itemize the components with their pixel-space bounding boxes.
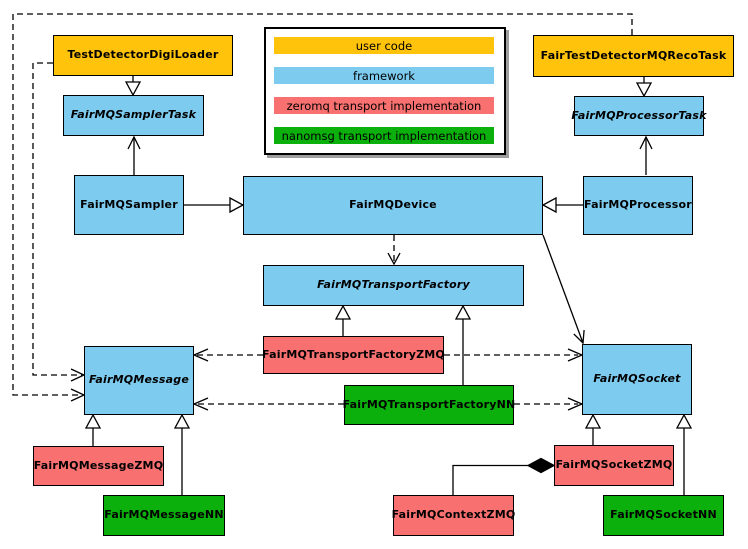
legend-item-nanomsg: nanomsg transport implementation bbox=[274, 127, 494, 144]
legend-item-zeromq: zeromq transport implementation bbox=[274, 97, 494, 114]
node-fairmqmessagenn: FairMQMessageNN bbox=[103, 495, 225, 536]
edge-association-processor-processortask bbox=[639, 135, 653, 175]
edge-dependency-factorynn-socket bbox=[514, 397, 584, 411]
legend-item-user-code: user code bbox=[274, 37, 494, 54]
node-testdetectordigiloader: TestDetectorDigiLoader bbox=[53, 35, 233, 76]
edge-dependency-factorynn-message bbox=[192, 397, 344, 411]
node-fairmqprocessor: FairMQProcessor bbox=[583, 176, 693, 235]
edge-inheritance-messagezmq-message bbox=[84, 413, 102, 446]
legend-item-framework: framework bbox=[274, 67, 494, 84]
node-fairtestdetectormqrecotask: FairTestDetectorMQRecoTask bbox=[533, 35, 734, 77]
edge-inheritance-messagenn-message bbox=[173, 413, 191, 495]
node-fairmqmessagezmq: FairMQMessageZMQ bbox=[33, 446, 164, 486]
edge-association-sampler-samplertask bbox=[127, 135, 141, 175]
edge-dependency-factoryzmq-socket bbox=[444, 348, 584, 362]
edge-inheritance-recotask-processortask bbox=[635, 77, 653, 98]
edge-inheritance-socketzmq-socket bbox=[584, 413, 602, 445]
edge-inheritance-sampler-device bbox=[184, 196, 245, 214]
node-fairmqprocessortask: FairMQProcessorTask bbox=[571, 96, 706, 136]
edge-inheritance-socketnn-socket bbox=[675, 413, 693, 495]
edge-association-device-socket bbox=[542, 234, 585, 345]
node-fairmqdevice: FairMQDevice bbox=[243, 176, 543, 235]
edge-composition-socketzmq-contextzmq bbox=[452, 457, 556, 495]
node-fairmqsocketzmq: FairMQSocketZMQ bbox=[554, 445, 674, 486]
node-fairmqcontextzmq: FairMQContextZMQ bbox=[392, 495, 515, 536]
edge-inheritance-processor-device bbox=[541, 196, 583, 214]
edge-inheritance-digiloader-samplertask bbox=[124, 76, 142, 97]
node-fairmqtransportfactoryzmq: FairMQTransportFactoryZMQ bbox=[262, 336, 445, 374]
node-fairmqmessage: FairMQMessage bbox=[84, 346, 194, 415]
node-fairmqsocket: FairMQSocket bbox=[582, 344, 692, 415]
node-fairmqsocketnn: FairMQSocketNN bbox=[603, 495, 724, 536]
edge-inheritance-factorynn-transportfactory bbox=[454, 304, 472, 385]
edge-inheritance-factoryzmq-transportfactory bbox=[334, 304, 352, 336]
edge-dependency-factoryzmq-message bbox=[192, 348, 263, 362]
node-fairmqsamplertask: FairMQSamplerTask bbox=[63, 95, 204, 136]
edge-dependency-device-transportfactory bbox=[387, 235, 401, 266]
node-fairmqtransportfactory: FairMQTransportFactory bbox=[263, 265, 524, 306]
node-fairmqsampler: FairMQSampler bbox=[74, 175, 184, 235]
legend: user code framework zeromq transport imp… bbox=[264, 27, 506, 155]
node-fairmqtransportfactorynn: FairMQTransportFactoryNN bbox=[343, 385, 515, 425]
